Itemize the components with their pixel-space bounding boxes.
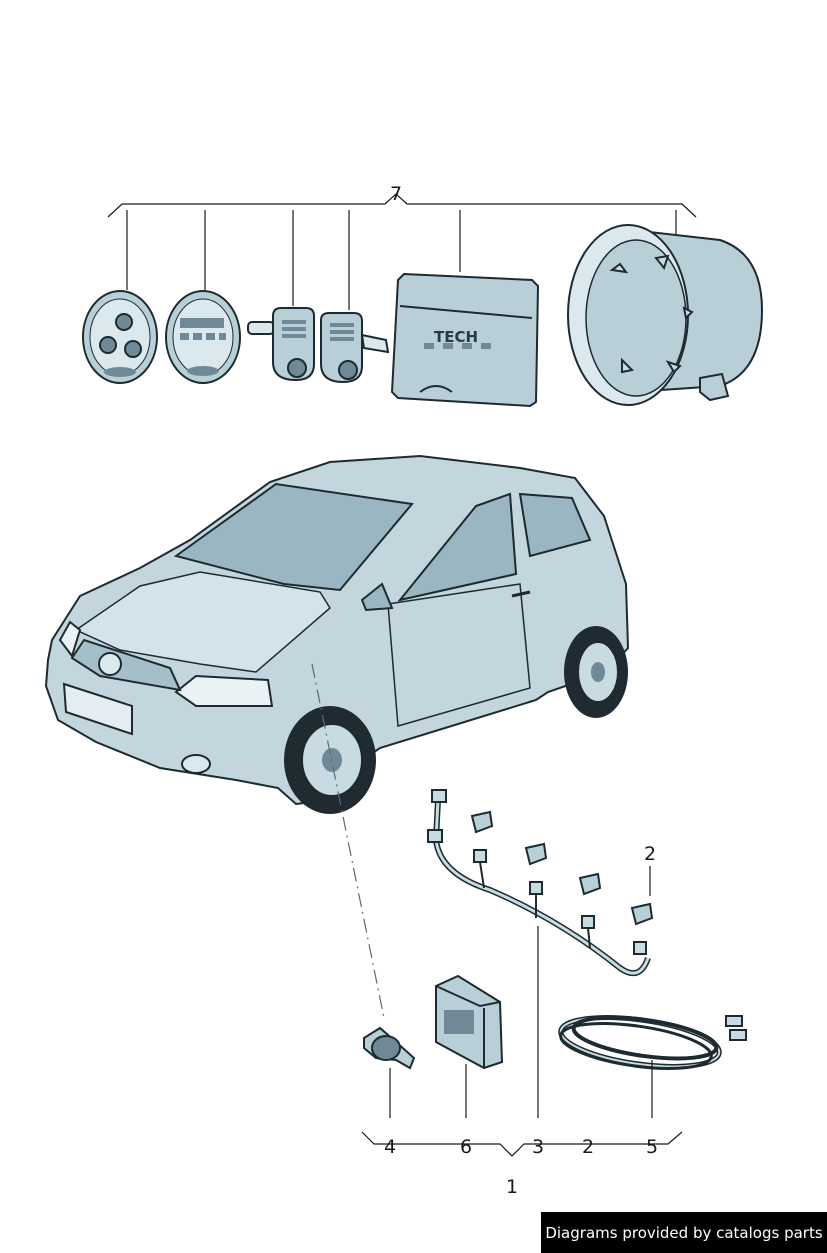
wiring-harness [427,789,651,977]
remote-control-oval-four-button [165,290,241,384]
key-fob-left [247,307,315,382]
callout-2-bottom: 2 [582,1136,594,1158]
control-unit-brand-label: TECH [434,328,478,346]
remote-control-round-three-button [82,290,158,384]
parking-sensors [470,810,654,926]
callout-6: 6 [460,1136,472,1158]
location-indicator-line [311,663,385,1019]
key-fob-right [320,312,390,384]
callout-2-top: 2 [644,843,656,865]
parking-control-module [435,974,504,1070]
alarm-siren [567,224,764,406]
callout-5: 5 [646,1136,658,1158]
callout-4: 4 [384,1136,396,1158]
bracket-1 [361,1131,683,1157]
car-illustration [44,454,630,814]
sensor-bracket [363,1026,416,1070]
bracket-7 [107,193,697,310]
credit-banner: Diagrams provided by catalogs parts [541,1212,827,1253]
callout-1: 1 [506,1176,518,1198]
callout-7: 7 [390,183,402,205]
alarm-control-unit: TECH [390,272,540,408]
callout-3: 3 [532,1136,544,1158]
coiled-cable [558,1015,747,1070]
credit-text: Diagrams provided by catalogs parts [545,1223,823,1242]
